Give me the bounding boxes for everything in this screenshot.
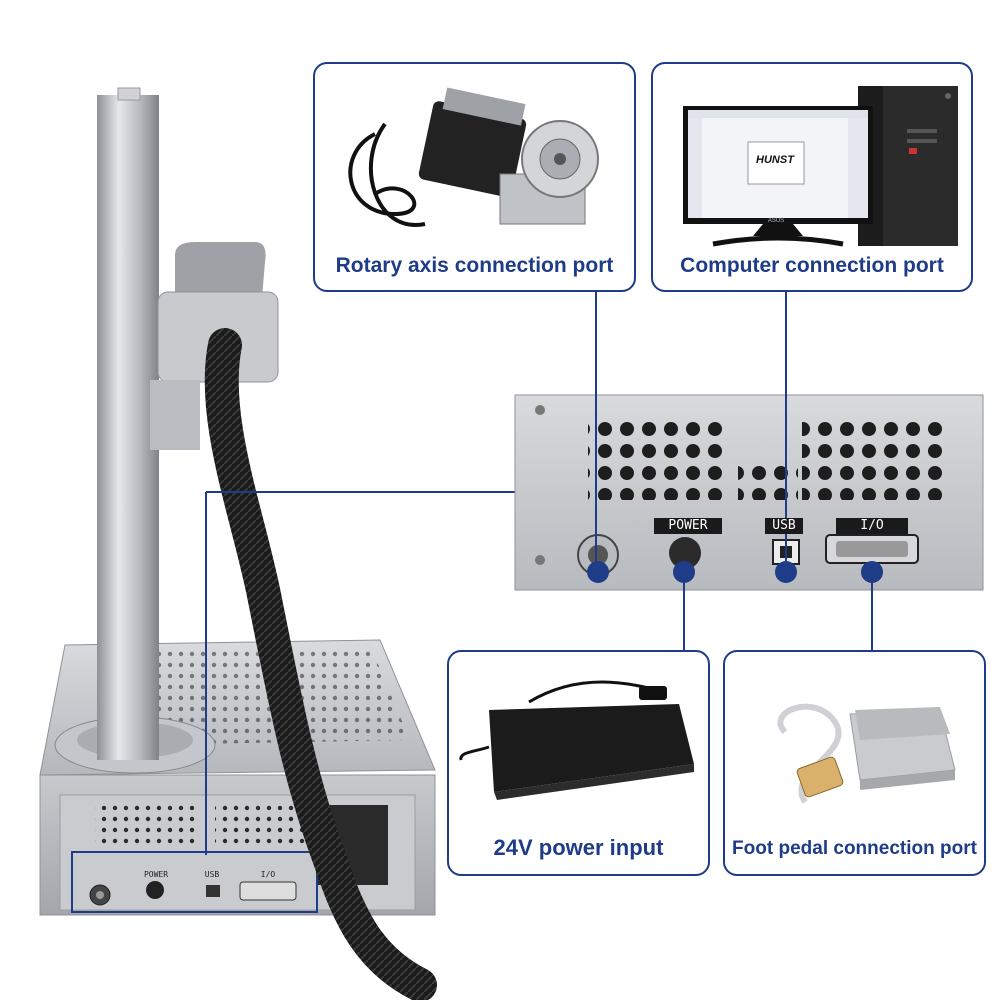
power-input-caption: 24V power input — [493, 835, 664, 860]
monitor-brand: ASUS — [767, 218, 785, 224]
monitor-logo: HUNST — [756, 154, 794, 166]
computer-image — [683, 86, 958, 247]
panel-io-label: I/O — [836, 518, 908, 534]
rotary-port-marker — [587, 561, 609, 583]
foot-pedal-card: Foot pedal connection port — [723, 650, 986, 876]
machine-power-label: POWER — [143, 870, 169, 879]
rotary-axis-caption: Rotary axis connection port — [335, 254, 614, 277]
panel-power-label: POWER — [654, 518, 722, 534]
foot-pedal-image — [777, 703, 956, 804]
machine-usb-label: USB — [204, 870, 220, 879]
power-input-card: 24V power input — [447, 650, 710, 876]
power-port-marker — [673, 561, 695, 583]
machine-io-label: I/O — [260, 870, 276, 879]
usb-port-marker — [775, 561, 797, 583]
foot-pedal-caption: Foot pedal connection port — [732, 838, 977, 859]
panel-usb-label: USB — [765, 518, 803, 534]
io-port-marker — [861, 561, 883, 583]
rotary-axis-card: Rotary axis connection port — [313, 62, 636, 292]
computer-card: HUNST ASUS Computer connection port — [651, 62, 973, 292]
power-adapter-image — [459, 680, 694, 800]
rotary-axis-image — [348, 87, 599, 227]
computer-caption: Computer connection port — [680, 254, 944, 277]
